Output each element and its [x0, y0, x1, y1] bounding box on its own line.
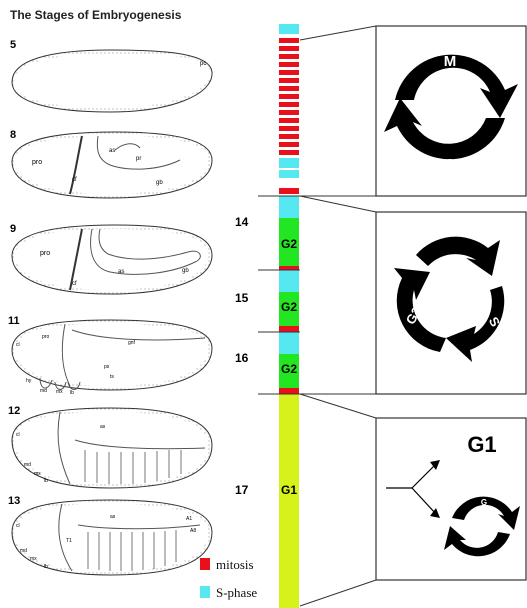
embryo-label: as [118, 269, 124, 275]
embryo-label: mx [30, 556, 37, 562]
timeline-segment [279, 332, 299, 354]
cell-cycle-timeline [279, 24, 299, 608]
arrow-label: M [451, 260, 462, 275]
embryo-label: mx [56, 389, 63, 395]
timeline-segment [279, 188, 299, 194]
timeline-segment [279, 78, 299, 83]
embryo-label: as [109, 148, 115, 154]
embryo-label: as [100, 424, 106, 430]
timeline-segment [279, 54, 299, 59]
embryo-label: hy [26, 378, 32, 384]
timeline-segment [279, 388, 299, 394]
timeline-segment [279, 270, 299, 292]
embryo-label: cf [72, 281, 77, 287]
embryo-stage-9: 9 pro cf as gb [10, 223, 212, 294]
embryo-label: cl [16, 523, 20, 529]
embryo-label: as [110, 514, 116, 520]
embryo-label: gnf [128, 340, 136, 346]
phase-label: G2 [281, 237, 297, 251]
connector-lines [300, 26, 376, 606]
stage-number: 9 [10, 223, 16, 235]
cycle-number: 15 [235, 291, 249, 305]
arrow-label: S [481, 558, 487, 567]
embryo-label: pro [40, 250, 50, 257]
legend-swatch-s-phase [200, 586, 210, 598]
embryo-label: A8 [190, 528, 196, 534]
embryo-label: pro [32, 159, 42, 166]
cycle-number: 14 [235, 215, 249, 229]
embryo-label: md [40, 388, 47, 394]
arrow-label: S [445, 156, 455, 173]
timeline-segment [279, 126, 299, 131]
arrow-label: G [481, 498, 487, 507]
timeline-segment [279, 394, 299, 608]
embryo-label: pc [200, 61, 206, 67]
timeline-segment [279, 102, 299, 107]
g1-title: G1 [467, 432, 496, 457]
stage-number: 12 [8, 405, 20, 417]
embryo-label: md [24, 462, 31, 468]
timeline-segment [279, 158, 299, 168]
timeline-segment [279, 94, 299, 99]
arrow-label: M [444, 53, 457, 70]
embryo-stage-5: 5 pc [10, 39, 212, 112]
cycle-numbers: 14 15 16 17 [235, 215, 249, 497]
timeline-segment [279, 150, 299, 155]
embryo-label: lb [44, 564, 48, 570]
embryo-label: ts [110, 374, 114, 380]
stage-number: 13 [8, 495, 20, 507]
legend-swatch-mitosis [200, 558, 210, 570]
embryo-label: ps [104, 364, 110, 370]
legend-label: mitosis [216, 557, 254, 572]
timeline-segment [279, 86, 299, 91]
timeline-segment [279, 70, 299, 75]
embryo-label: T1 [66, 538, 72, 544]
embryo-label: gb [156, 180, 163, 186]
embryo-stage-11: 11 cl pro gnf ps ts hy md mx lb [8, 315, 212, 396]
phase-label: G1 [281, 483, 297, 497]
embryo-label: A1 [186, 516, 192, 522]
legend-label: S-phase [216, 585, 257, 600]
embryo-stage-12: 12 cl as md mx lb [8, 405, 212, 488]
timeline-segment [279, 134, 299, 139]
embryo-label: gb [182, 268, 189, 274]
timeline-segment [279, 170, 299, 178]
embryo-label: md [20, 548, 27, 554]
cycle-number: 16 [235, 351, 249, 365]
timeline-segment [279, 266, 299, 270]
embryo-stage-8: 8 pro cf as pr gb [10, 129, 212, 198]
timeline-segment [279, 38, 299, 43]
timeline-segment [279, 110, 299, 115]
embryo-label: pr [136, 156, 141, 162]
timeline-segment [279, 142, 299, 147]
embryo-label: cf [72, 177, 77, 183]
phase-label: G2 [281, 300, 297, 314]
embryo-label: cl [16, 432, 20, 438]
panel-bottom [376, 418, 526, 580]
timeline-segment [279, 62, 299, 67]
timeline-segment [279, 326, 299, 332]
timeline-segment [279, 46, 299, 51]
embryo-label: lb [70, 390, 74, 396]
cycle-number: 17 [235, 483, 249, 497]
embryo-label: mx [34, 471, 41, 477]
stage-number: 8 [10, 129, 16, 141]
timeline-segment [279, 196, 299, 218]
embryo-label: pro [42, 334, 49, 340]
embryo-label: lb [44, 478, 48, 484]
stage-number: 11 [8, 315, 20, 327]
embryo-label: cl [16, 342, 20, 348]
phase-label: G2 [281, 362, 297, 376]
legend: mitosis S-phase [200, 557, 257, 600]
timeline-segment [279, 24, 299, 34]
stage-number: 5 [10, 39, 16, 51]
embryo-stage-13: 13 cl as md mx lb T1 A1 A8 [8, 495, 212, 575]
timeline-segment [279, 118, 299, 123]
